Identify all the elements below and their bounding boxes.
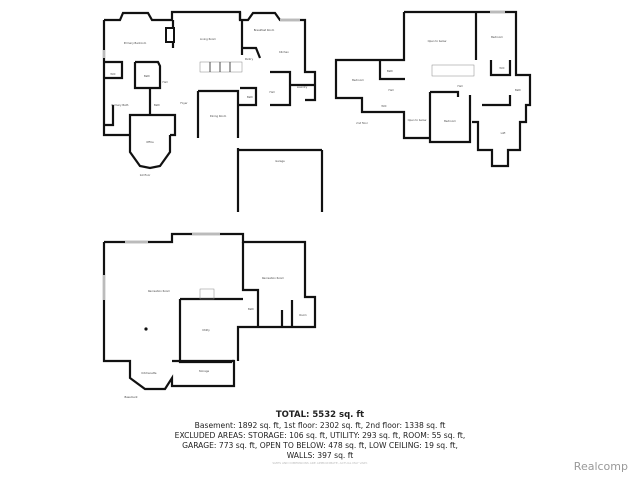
floor-caption: Basement bbox=[124, 395, 137, 399]
room-label: Primary Bedroom bbox=[124, 41, 147, 45]
first-floor-plan: Primary Bedroom Living Room Breakfast Ro… bbox=[102, 10, 324, 212]
room-label: Utility bbox=[202, 328, 210, 332]
room-label: Bath bbox=[154, 103, 160, 107]
room-label: Bedroom bbox=[352, 78, 364, 82]
realcomp-watermark: Realcomp bbox=[573, 460, 628, 473]
room-label: Foyer bbox=[180, 101, 188, 105]
room-label: Bath bbox=[387, 69, 393, 73]
room-label: Bath bbox=[247, 95, 253, 99]
floor-caption: 2nd floor bbox=[356, 121, 369, 125]
floor-areas: Basement: 1892 sq. ft, 1st floor: 2302 s… bbox=[194, 421, 446, 430]
room-label: WIC bbox=[110, 72, 115, 76]
room-label: Kitchen bbox=[279, 50, 289, 54]
room-label: Open to below bbox=[408, 118, 428, 122]
room-label: Hall bbox=[389, 88, 394, 92]
disclaimer: SIZES AND DIMENSIONS ARE APPROXIMATE, AC… bbox=[272, 461, 368, 465]
room-label: Bedroom bbox=[444, 119, 456, 123]
room-label: Office bbox=[146, 140, 154, 144]
room-label: Pantry bbox=[245, 57, 254, 61]
room-label: Hall bbox=[163, 80, 168, 84]
room-label: WIC bbox=[499, 66, 504, 70]
second-floor-plan: Open to below Bedroom Bedroom Bath WIC H… bbox=[334, 10, 532, 168]
room-label: Garage bbox=[275, 159, 285, 163]
room-label: Open to below bbox=[428, 39, 448, 43]
room-label: Kitchenette bbox=[142, 371, 157, 375]
room-label: Hall bbox=[270, 90, 275, 94]
room-label: Dining Room bbox=[210, 114, 227, 118]
room-label: Bedroom bbox=[491, 35, 503, 39]
room-label: Loft bbox=[501, 131, 506, 135]
room-label: Room bbox=[299, 313, 307, 317]
room-label: Recreation Room bbox=[262, 276, 285, 280]
room-label: WIC bbox=[381, 104, 386, 108]
excluded-areas: EXCLUDED AREAS: STORAGE: 106 sq. ft, UTI… bbox=[174, 431, 466, 440]
room-label: Bath bbox=[248, 307, 254, 311]
room-label: Primary Bath bbox=[112, 103, 129, 107]
excluded-areas-cont: GARAGE: 773 sq. ft, OPEN TO BELOW: 478 s… bbox=[182, 441, 458, 450]
room-label: Laundry bbox=[297, 85, 308, 89]
room-label: Breakfast Room bbox=[254, 28, 275, 32]
room-label: Recreation Room bbox=[148, 289, 171, 293]
walls-area: WALLS: 397 sq. ft bbox=[286, 451, 354, 460]
floor-caption: 1st floor bbox=[140, 173, 152, 177]
room-label: Living Room bbox=[200, 37, 216, 41]
room-label: Hall bbox=[458, 84, 463, 88]
total-area: TOTAL: 5532 sq. ft bbox=[275, 410, 365, 420]
room-label: Storage bbox=[199, 369, 210, 373]
basement-plan: Recreation Room Recreation Room Bath Roo… bbox=[102, 232, 317, 399]
room-label: Bath bbox=[144, 74, 150, 78]
room-label: Bath bbox=[515, 88, 521, 92]
